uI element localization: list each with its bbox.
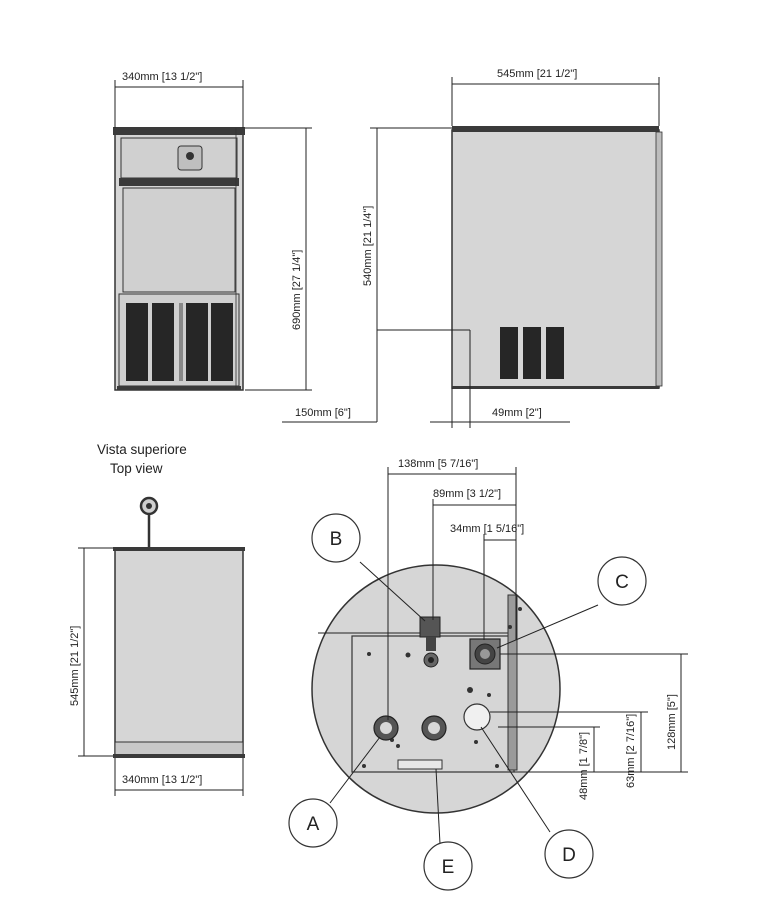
top-depth-label: 545mm [21 1/2"] xyxy=(69,626,81,706)
rear-48-label: 48mm [1 7/8"] xyxy=(578,732,590,800)
callout-b-label: B xyxy=(330,529,343,550)
front-view: 340mm [13 1/2"] 690mm [27 1/4"] xyxy=(113,71,312,391)
callout-a-label: A xyxy=(307,814,320,835)
front-top-lid xyxy=(113,127,245,135)
callout-c: C xyxy=(597,556,647,606)
scoop-knob-icon xyxy=(186,152,194,160)
callout-e-label: E xyxy=(442,857,455,878)
front-door xyxy=(122,187,236,293)
power-connector xyxy=(469,638,501,670)
side-back-rail xyxy=(655,131,663,387)
rear-detail-view: 138mm [5 7/16"] 89mm [3 1/2"] 34mm [1 5/… xyxy=(288,458,688,891)
top-view: Vista superiore Top view 545mm [21 1/2"]… xyxy=(69,442,245,796)
side-vent xyxy=(500,327,564,379)
side-depth-label: 545mm [21 1/2"] xyxy=(497,68,577,80)
bottom-slot xyxy=(397,759,443,770)
front-grill-divider xyxy=(179,303,183,381)
callout-a: A xyxy=(288,798,338,848)
drain-outlet xyxy=(463,703,491,731)
side-view: 545mm [21 1/2"] 540mm [21 1/4"] 150mm [6… xyxy=(282,68,663,428)
top-front-lip xyxy=(114,741,244,757)
front-grill-left xyxy=(126,303,174,381)
foot-depth-label: 49mm [2"] xyxy=(492,407,542,419)
top-width-label: 340mm [13 1/2"] xyxy=(122,774,202,786)
top-cabinet xyxy=(114,547,244,757)
side-top-lid xyxy=(452,126,659,132)
drain-fittings xyxy=(373,715,447,741)
top-view-caption-it: Vista superiore xyxy=(97,442,187,457)
water-inlet-valve xyxy=(419,616,441,668)
rear-63-label: 63mm [2 7/16"] xyxy=(625,714,637,788)
front-mid-strip xyxy=(119,178,239,186)
callout-d-label: D xyxy=(562,845,576,866)
top-view-caption-en: Top view xyxy=(110,461,163,476)
callout-e: E xyxy=(423,841,473,891)
callout-b: B xyxy=(311,513,361,563)
leg-offset-label: 150mm [6"] xyxy=(295,407,351,419)
callout-d: D xyxy=(544,829,594,879)
callout-c-label: C xyxy=(615,572,629,593)
rear-rail xyxy=(507,594,518,771)
front-grill-right xyxy=(186,303,233,381)
front-height-label: 690mm [27 1/4"] xyxy=(291,250,303,330)
front-base xyxy=(117,386,241,390)
side-base xyxy=(452,386,659,389)
front-width-label: 340mm [13 1/2"] xyxy=(122,71,202,83)
rear-128-label: 128mm [5"] xyxy=(666,694,678,750)
rear-138-label: 138mm [5 7/16"] xyxy=(398,458,478,470)
rear-89-label: 89mm [3 1/2"] xyxy=(433,488,501,500)
side-height-label: 540mm [21 1/4"] xyxy=(362,206,374,286)
rear-34-label: 34mm [1 5/16"] xyxy=(450,523,524,535)
